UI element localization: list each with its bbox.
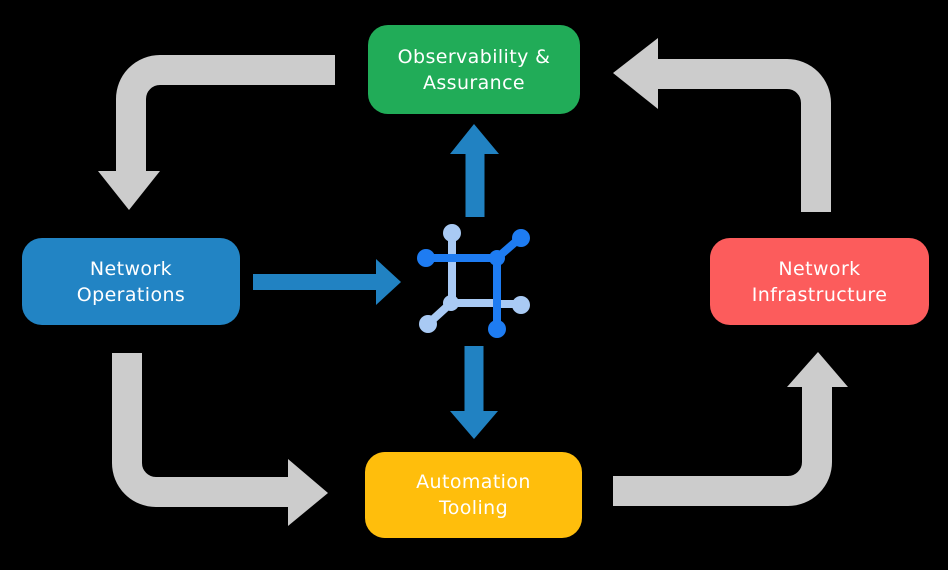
- node-label-line: Assurance: [422, 71, 526, 94]
- arrow-shaft: [613, 387, 832, 506]
- icon-light-dots: [419, 224, 530, 333]
- arrow-tooling-to-infrastructure: [613, 352, 848, 506]
- arrow-operations-to-center: [253, 259, 401, 305]
- arrow-observability-to-operations: [98, 55, 335, 210]
- node-label-line: Observability &: [397, 45, 551, 68]
- arrow-head: [613, 38, 658, 109]
- node-label-line: Automation: [416, 471, 531, 493]
- icon-bright-dots: [417, 229, 530, 338]
- node-label-line: Network: [778, 257, 861, 280]
- arrow-shaft: [658, 59, 831, 212]
- arrow-center-to-tooling: [450, 346, 498, 439]
- arrow-center-to-observability: [450, 124, 499, 217]
- node-observability-assurance: Observability & Assurance: [368, 25, 580, 114]
- arrow-head: [450, 411, 498, 439]
- node-label-line: Network: [89, 257, 173, 280]
- arrow-head: [98, 171, 160, 210]
- arrow-head: [787, 352, 848, 387]
- arrow-head: [376, 259, 401, 305]
- node-network-infrastructure: Network Infrastructure: [710, 238, 929, 325]
- arrow-infrastructure-to-observability: [613, 38, 831, 212]
- arrow-shaft: [112, 353, 288, 507]
- arrow-head: [288, 459, 328, 526]
- arrow-operations-to-tooling: [112, 353, 328, 526]
- node-automation-tooling: Automation Tooling: [365, 452, 582, 538]
- node-label-line: Tooling: [438, 497, 509, 519]
- node-label-line: Infrastructure: [751, 283, 888, 306]
- node-label-line: Operations: [76, 283, 186, 306]
- node-network-operations: Network Operations: [22, 238, 240, 325]
- network-nodes-icon: [417, 224, 530, 338]
- arrow-head: [450, 124, 499, 154]
- arrow-shaft: [116, 55, 335, 172]
